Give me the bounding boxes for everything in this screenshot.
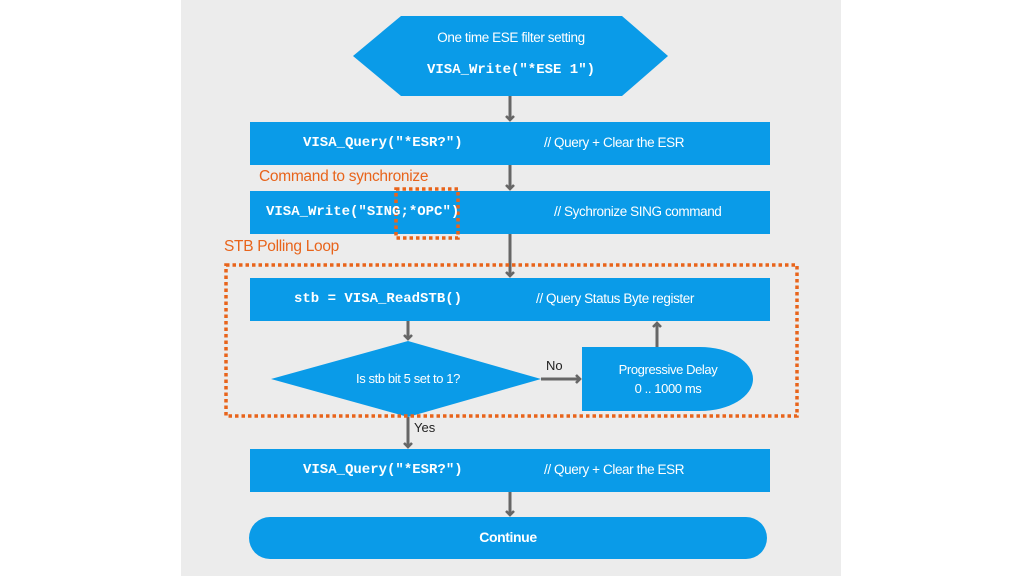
delay-shape	[582, 347, 753, 411]
read-stb-box	[250, 278, 770, 321]
read-stb-comment: // Query Status Byte register	[536, 291, 694, 306]
query-esr-code-2: VISA_Query("*ESR?")	[303, 462, 463, 478]
start-code: VISA_Write("*ESE 1")	[426, 62, 596, 78]
write-sing-code-post: ;*OPC")	[400, 204, 460, 220]
query-esr-comment: // Query + Clear the ESR	[544, 135, 685, 150]
start-hexagon	[353, 16, 668, 96]
loop-label: STB Polling Loop	[224, 238, 339, 255]
decision-yes-label: Yes	[414, 420, 436, 435]
write-sing-code: VISA_Write("SING;*OPC")	[266, 204, 459, 220]
read-stb-code: stb = VISA_ReadSTB()	[294, 291, 463, 307]
write-sing-box	[250, 191, 770, 234]
query-esr-code: VISA_Query("*ESR?")	[303, 135, 463, 151]
query-esr-box-2	[250, 449, 770, 492]
query-esr-comment-2: // Query + Clear the ESR	[544, 462, 685, 477]
polling-loop-box	[224, 263, 799, 418]
delay-line2: 0 .. 1000 ms	[634, 381, 702, 396]
delay-line1: Progressive Delay	[618, 362, 718, 377]
continue-text: Continue	[479, 529, 537, 545]
continue-terminal	[249, 517, 767, 559]
write-sing-code-sing: SING	[366, 204, 401, 220]
decision-text: Is stb bit 5 set to 1?	[356, 371, 460, 386]
write-sing-code-pre: VISA_Write("	[266, 204, 367, 220]
sync-label: Command to synchronize	[259, 168, 429, 185]
query-esr-box	[250, 122, 770, 165]
decision-no-label: No	[546, 358, 563, 373]
start-title: One time ESE filter setting	[437, 30, 585, 45]
sing-highlight-box	[394, 187, 460, 240]
decision-diamond	[271, 341, 541, 417]
write-sing-comment: // Sychronize SING command	[554, 204, 722, 219]
